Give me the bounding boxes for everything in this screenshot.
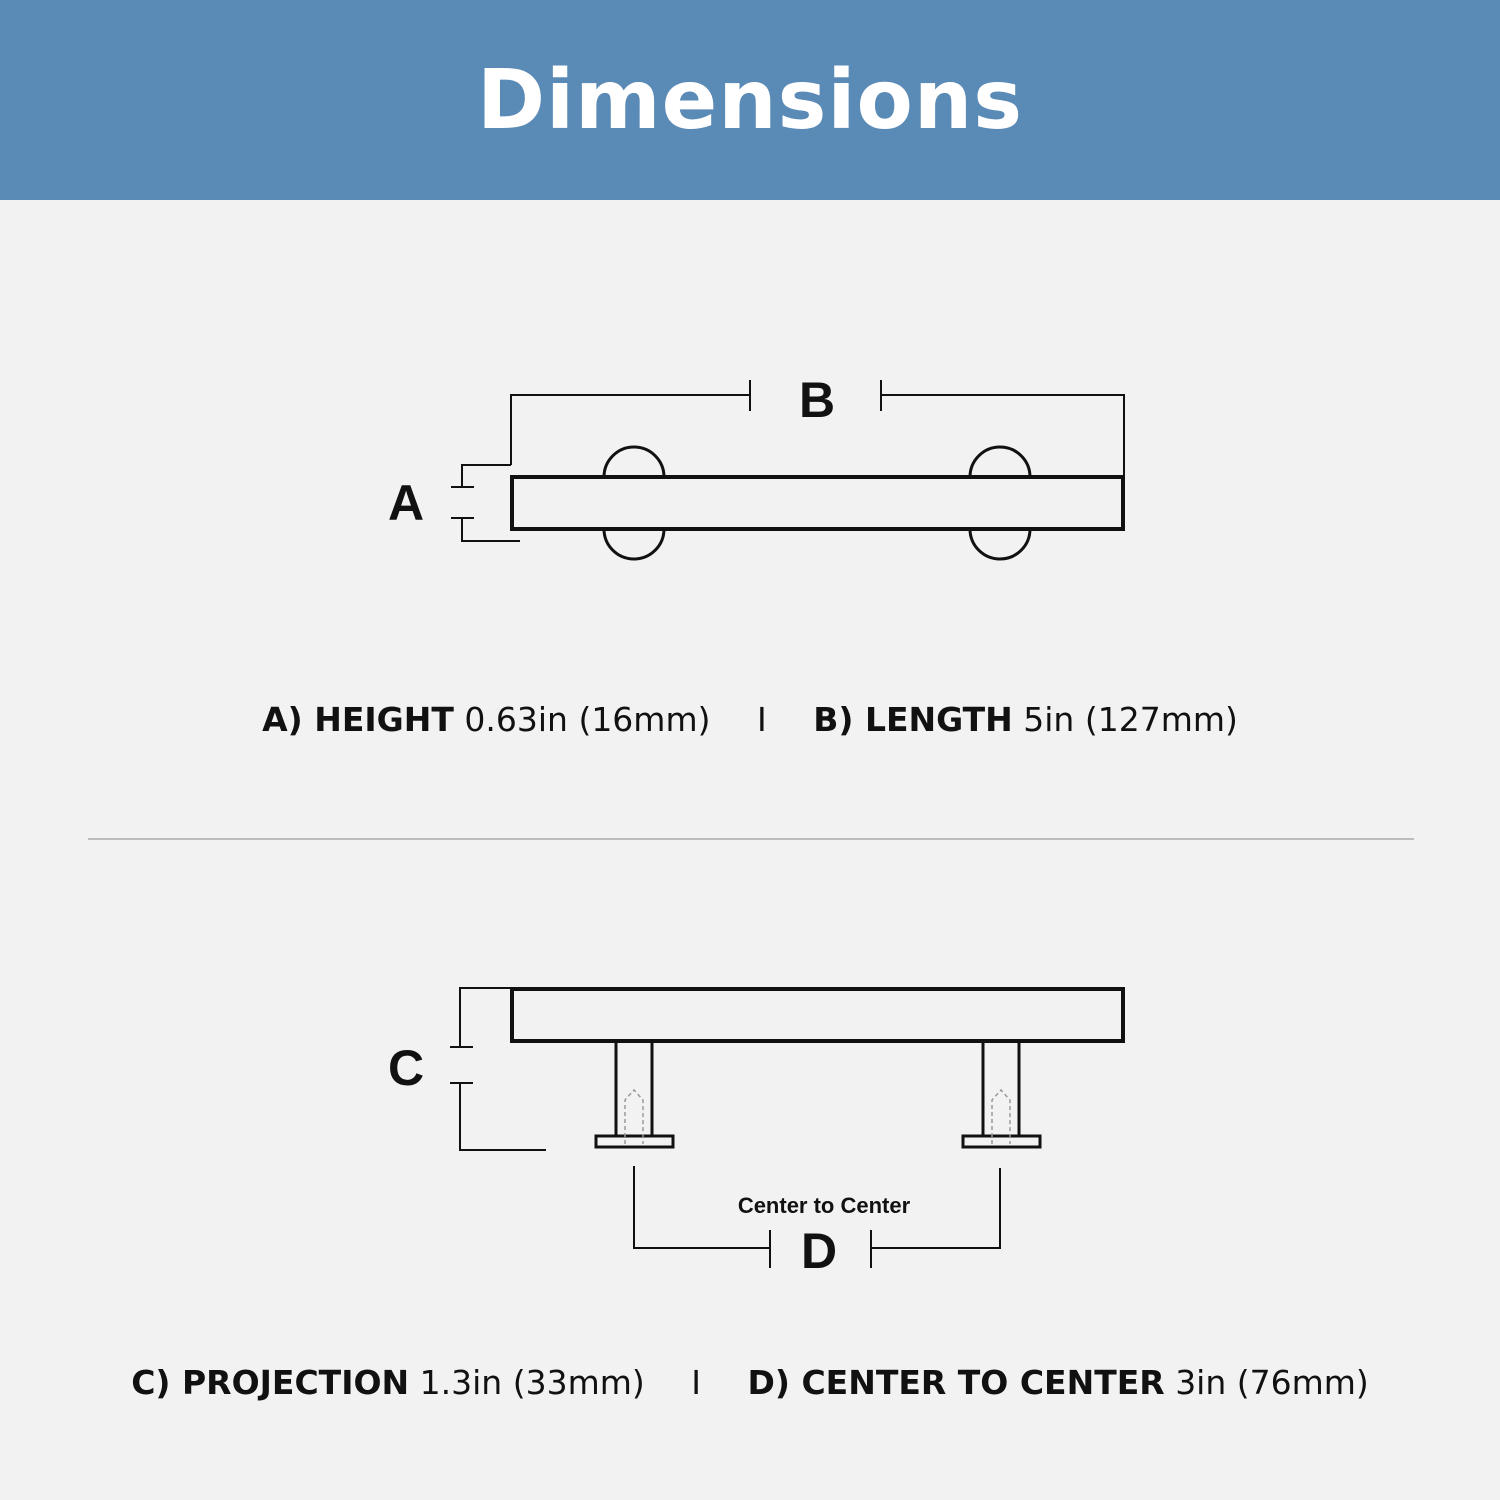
caption-projection-center: C) PROJECTION 1.3in (33mm) I D) CENTER T… xyxy=(0,1363,1500,1402)
dimension-line-a xyxy=(451,464,520,542)
label-b: B xyxy=(799,372,835,428)
projection-label: C) PROJECTION xyxy=(131,1363,410,1402)
foot-left xyxy=(594,1134,675,1149)
separator: I xyxy=(691,1363,701,1402)
screw-left xyxy=(624,1088,644,1144)
handle-bar-side-view xyxy=(510,987,1125,1043)
top-view-diagram xyxy=(451,380,1125,561)
separator: I xyxy=(756,700,767,739)
foot-right xyxy=(961,1134,1042,1149)
dimension-line-d xyxy=(633,1166,1001,1268)
dimension-line-b xyxy=(510,380,1125,477)
center-to-center-value: 3in (76mm) xyxy=(1175,1363,1369,1402)
page-title: Dimensions xyxy=(476,52,1024,148)
handle-bar-top-view xyxy=(510,475,1125,531)
label-a: A xyxy=(388,475,424,531)
header-banner: Dimensions xyxy=(0,0,1500,200)
post-left xyxy=(614,1041,654,1136)
height-label: A) HEIGHT xyxy=(262,700,454,739)
dimension-line-c xyxy=(450,987,583,1151)
screw-right xyxy=(991,1088,1011,1144)
side-view-diagram xyxy=(450,987,1125,1268)
section-divider xyxy=(88,838,1414,840)
label-c: C xyxy=(388,1040,424,1096)
post-right xyxy=(981,1041,1021,1136)
caption-height-length: A) HEIGHT 0.63in (16mm) I B) LENGTH 5in … xyxy=(0,700,1500,739)
length-label: B) LENGTH xyxy=(813,700,1013,739)
knob-left-top xyxy=(602,445,666,478)
center-to-center-note: Center to Center xyxy=(738,1193,911,1218)
center-to-center-label: D) CENTER TO CENTER xyxy=(747,1363,1165,1402)
height-value: 0.63in (16mm) xyxy=(464,700,711,739)
label-d: D xyxy=(801,1223,837,1279)
knob-right-top xyxy=(968,445,1032,478)
knob-left-bottom xyxy=(602,528,666,561)
projection-value: 1.3in (33mm) xyxy=(419,1363,645,1402)
knob-right-bottom xyxy=(968,528,1032,561)
length-value: 5in (127mm) xyxy=(1023,700,1238,739)
